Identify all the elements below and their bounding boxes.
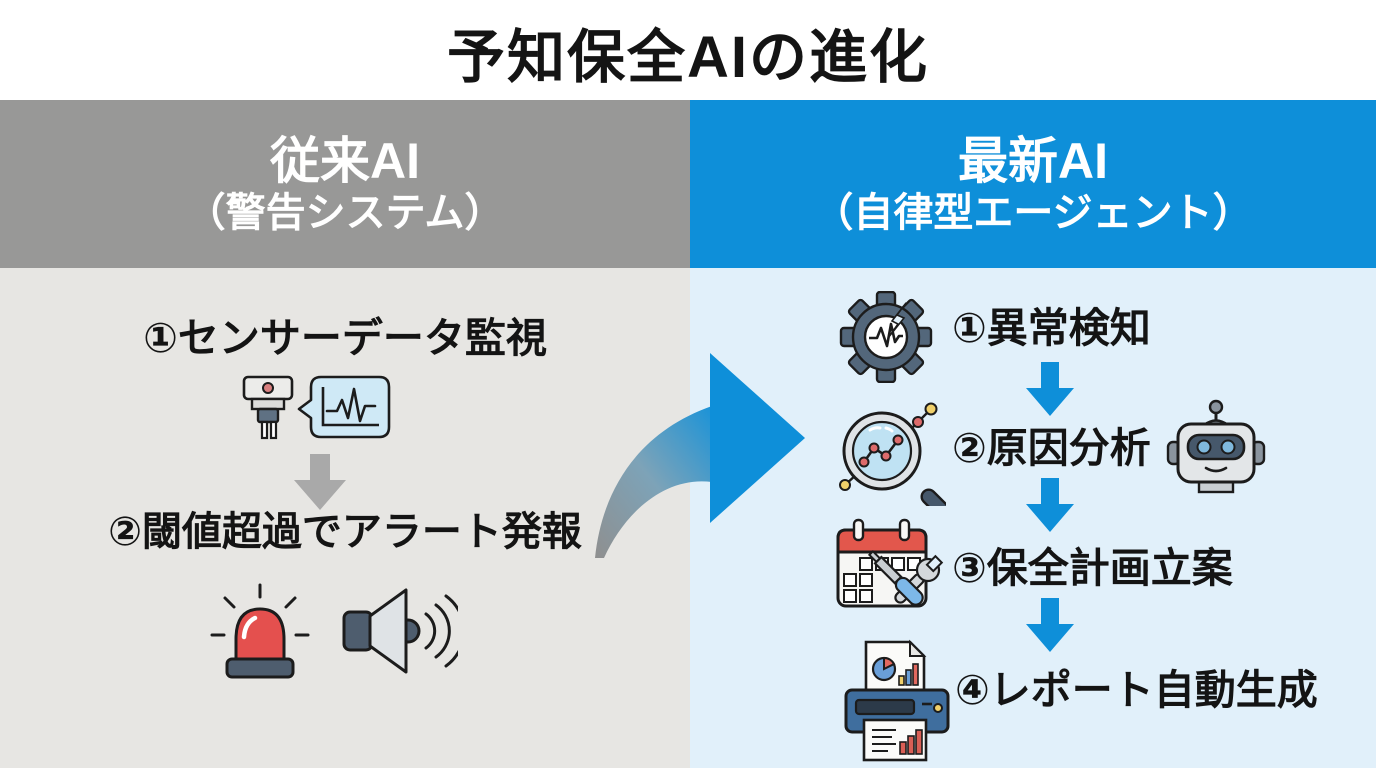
calendar-tools-icon	[836, 518, 944, 608]
traditional-ai-heading: 従来AI	[270, 132, 420, 189]
transition-arrow-icon	[595, 353, 805, 558]
right-step1-label: ①異常検知	[952, 305, 1151, 351]
traditional-ai-panel	[0, 268, 690, 768]
printer-report-icon	[844, 639, 950, 762]
left-step1-label: ①センサーデータ監視	[143, 315, 547, 361]
flow-arrow-down-icon	[1026, 362, 1074, 416]
header-traditional-ai: 従来AI （警告システム）	[0, 100, 690, 268]
page-title: 予知保全AIの進化	[446, 25, 929, 90]
header-latest-ai: 最新AI （自律型エージェント）	[690, 100, 1376, 268]
waveform-bubble-icon	[297, 375, 391, 439]
flow-arrow-down-icon	[1026, 598, 1074, 652]
siren-icon	[210, 583, 310, 679]
speaker-icon	[342, 588, 458, 674]
gray-down-arrow-icon	[294, 454, 346, 510]
left-step2-label: ②閾値超過でアラート発報	[108, 510, 582, 554]
latest-ai-heading: 最新AI	[958, 132, 1108, 189]
magnifier-chart-icon	[839, 402, 946, 506]
flow-arrow-down-icon	[1026, 478, 1074, 532]
right-step3-label: ③保全計画立案	[952, 545, 1233, 591]
right-step2-label: ②原因分析	[952, 425, 1151, 471]
latest-ai-panel	[690, 268, 1376, 768]
gear-waveform-icon	[839, 291, 933, 383]
robot-icon	[1166, 399, 1266, 494]
sensor-probe-icon	[242, 375, 294, 440]
traditional-ai-subheading: （警告システム）	[185, 190, 505, 235]
right-step4-label: ④レポート自動生成	[955, 667, 1318, 713]
latest-ai-subheading: （自律型エージェント）	[813, 190, 1253, 235]
